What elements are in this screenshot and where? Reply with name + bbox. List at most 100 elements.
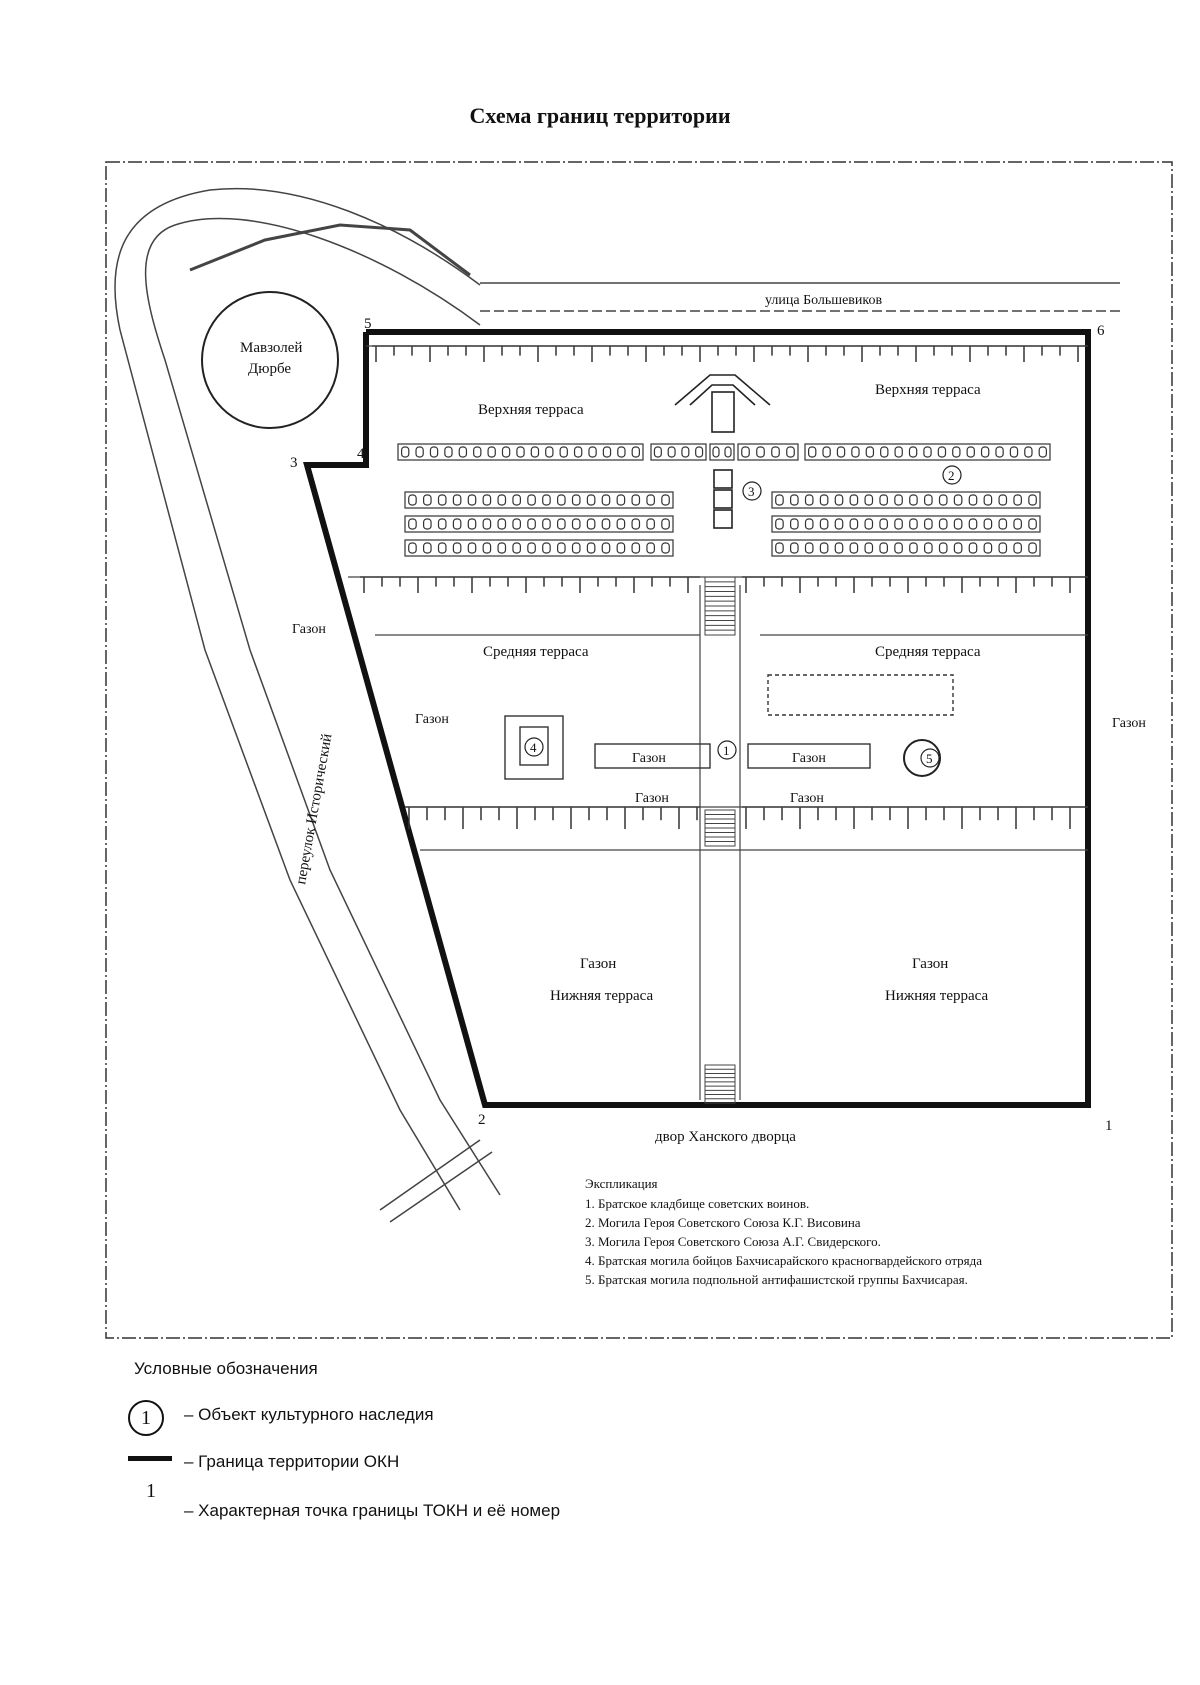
grave-row-b-right-grave bbox=[864, 518, 874, 530]
grave-row-a-right-grave bbox=[953, 494, 963, 506]
legend-point-text: – Характерная точка границы ТОКН и её но… bbox=[184, 1501, 561, 1520]
grave-row-a-right-grave bbox=[849, 494, 859, 506]
grave-row-b-left-grave bbox=[601, 518, 611, 530]
grave-row-top-center-left-grave bbox=[681, 446, 690, 458]
object-1-number: 1 bbox=[723, 743, 730, 758]
grave-row-top-right-grave bbox=[808, 446, 817, 458]
grave-row-b-left-grave bbox=[512, 518, 521, 530]
object-5-ring bbox=[903, 739, 941, 777]
grave-row-b-right-grave bbox=[968, 518, 978, 530]
grave-row-c-right-grave bbox=[879, 542, 888, 554]
grave-row-b-left-grave bbox=[482, 518, 492, 530]
grave-row-a-right-grave bbox=[909, 494, 918, 506]
lawn-label-low-right: Газон bbox=[790, 791, 824, 806]
grave-row-top-right-grave bbox=[995, 446, 1004, 458]
upper-terrace-right-label: Верхняя терраса bbox=[875, 382, 981, 398]
grave-row-top-left-grave bbox=[617, 446, 626, 458]
grave-row-c-right-grave bbox=[938, 542, 948, 554]
terrace-lines bbox=[348, 345, 1088, 1100]
grave-row-b-right-grave bbox=[938, 518, 948, 530]
grave-row-c-right-grave bbox=[924, 542, 933, 554]
lawn-label-box-left: Газон bbox=[632, 751, 666, 766]
grave-row-a-left-grave bbox=[423, 494, 432, 506]
grave-row-top-right-grave bbox=[923, 446, 932, 458]
grave-row-a-right-grave bbox=[819, 494, 829, 506]
grave-row-a-left-grave bbox=[631, 494, 641, 506]
grave-row-a-right-grave bbox=[790, 494, 799, 506]
grave-row-top-center-right-grave bbox=[771, 446, 780, 458]
yard-south-label: двор Ханского дворца bbox=[655, 1129, 796, 1145]
grave-row-c-left-grave bbox=[616, 542, 626, 554]
object-3-circle bbox=[742, 481, 762, 501]
grave-row-c-left-grave bbox=[557, 542, 566, 554]
grave-row-top-right-grave bbox=[894, 446, 903, 458]
grave-row-top-left-grave bbox=[487, 446, 496, 458]
lawn-label-lower-right: Газон bbox=[912, 956, 948, 972]
point-4: 4 bbox=[357, 446, 365, 462]
grave-row-top-right-grave bbox=[908, 446, 918, 458]
grave-row-a-right bbox=[771, 491, 1041, 509]
grave-row-c-left-grave bbox=[542, 542, 551, 554]
grave-row-top-center-right-grave bbox=[741, 446, 750, 458]
grave-row-top-center-grave bbox=[712, 446, 720, 458]
grave-row-c-right-grave bbox=[790, 542, 799, 554]
grave-row-a-left-grave bbox=[586, 494, 596, 506]
map-frame bbox=[105, 161, 1173, 1339]
grave-row-top-right-grave bbox=[980, 446, 990, 458]
grave-row-a-left-grave bbox=[661, 494, 670, 506]
middle-terrace-elements bbox=[504, 674, 954, 780]
grave-row-top-right-grave bbox=[880, 446, 889, 458]
grave-row-c-right-grave bbox=[1013, 542, 1022, 554]
lawn-label-lower-left: Газон bbox=[580, 956, 616, 972]
grave-row-b-left-grave bbox=[571, 518, 581, 530]
grave-row-c-right-grave bbox=[1028, 542, 1037, 554]
grave-row-c-right-grave bbox=[834, 542, 844, 554]
object-3-number: 3 bbox=[748, 484, 755, 499]
grave-rows bbox=[397, 443, 1051, 557]
grave-row-b-right-grave bbox=[1013, 518, 1022, 530]
stairs bbox=[704, 576, 736, 1104]
grave-row-top-left-grave bbox=[545, 446, 554, 458]
grave-row-c-left-grave bbox=[631, 542, 641, 554]
grave-row-a-left-grave bbox=[616, 494, 626, 506]
upper-terrace-left-label: Верхняя терраса bbox=[478, 402, 584, 418]
mausoleum-circle bbox=[201, 291, 339, 429]
grave-row-top-right-grave bbox=[836, 446, 846, 458]
grave-row-c-right-grave bbox=[775, 542, 784, 554]
grave-row-b-left-grave bbox=[542, 518, 551, 530]
explication-item-2: 2. Могила Героя Советского Союза К.Г. Ви… bbox=[585, 1215, 861, 1230]
middle-terrace-right-label: Средняя терраса bbox=[875, 644, 981, 660]
grave-row-c-right-grave bbox=[864, 542, 874, 554]
grave-row-b-right-grave bbox=[924, 518, 933, 530]
grave-row-b-left-grave bbox=[423, 518, 432, 530]
grave-row-top-left-grave bbox=[602, 446, 612, 458]
stairs-lower bbox=[704, 1064, 736, 1104]
grave-row-top-left-grave bbox=[444, 446, 453, 458]
grave-row-top-right-grave bbox=[865, 446, 875, 458]
grave-row-top-right-grave bbox=[1038, 446, 1047, 458]
grave-row-c-left-grave bbox=[452, 542, 462, 554]
page-title: Схема границ территории bbox=[469, 103, 731, 128]
central-monument bbox=[674, 374, 771, 529]
grave-row-c-right-grave bbox=[968, 542, 978, 554]
grave-row-a-right-grave bbox=[1013, 494, 1022, 506]
grave-row-a-left-grave bbox=[571, 494, 581, 506]
grave-row-c-right-grave bbox=[849, 542, 859, 554]
grave-row-a-left-grave bbox=[437, 494, 447, 506]
grave-row-top-right-grave bbox=[1024, 446, 1033, 458]
grave-row-a-right-grave bbox=[804, 494, 814, 506]
okn-symbol-icon: 1 bbox=[128, 1400, 164, 1436]
grave-row-top-left-grave bbox=[588, 446, 597, 458]
object-2-number: 2 bbox=[948, 468, 955, 483]
street-north bbox=[480, 282, 1120, 312]
lawn-label-low-left: Газон bbox=[635, 791, 669, 806]
point-5: 5 bbox=[364, 316, 372, 332]
grave-row-top-left-grave bbox=[415, 446, 424, 458]
grave-row-a-left-grave bbox=[512, 494, 521, 506]
grave-row-a-left-grave bbox=[527, 494, 536, 506]
grave-row-b-right bbox=[771, 515, 1041, 533]
grave-row-a-left-grave bbox=[482, 494, 492, 506]
grave-row-top-left-grave bbox=[473, 446, 482, 458]
object-5-circle bbox=[920, 748, 940, 768]
point-6: 6 bbox=[1097, 323, 1105, 339]
